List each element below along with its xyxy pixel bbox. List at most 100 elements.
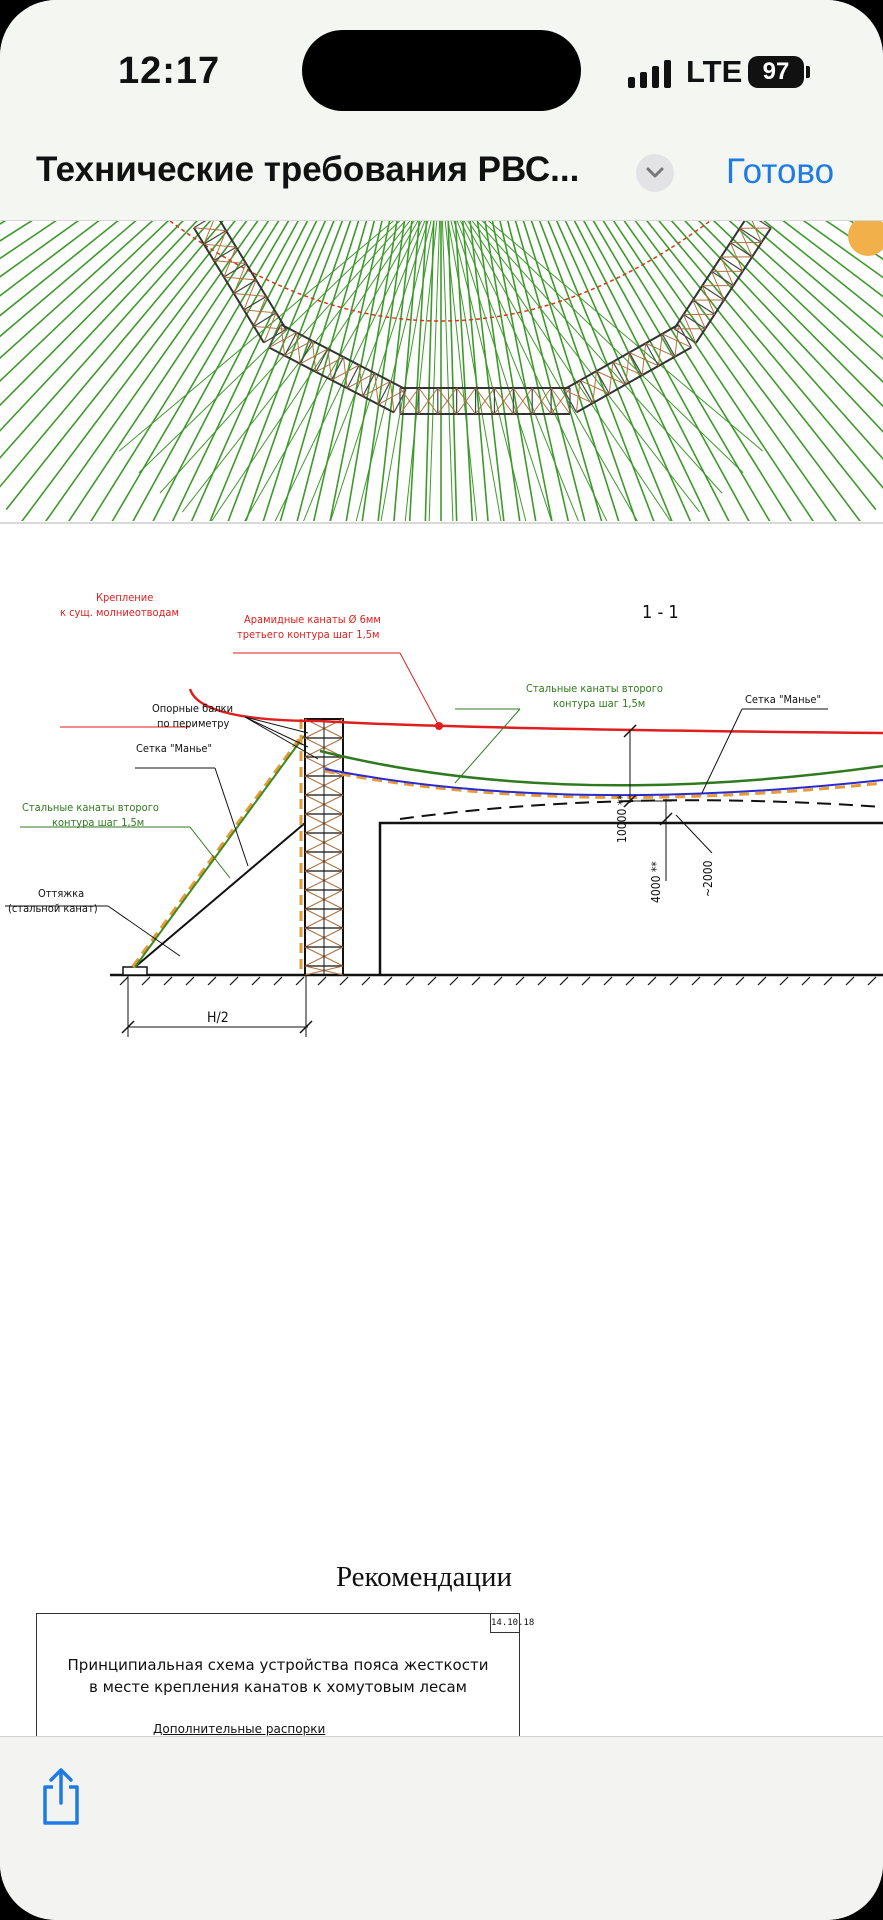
truss-diagonal [315, 356, 344, 373]
document-title[interactable]: Технические требования РВС... [36, 150, 580, 189]
radial-cables [0, 221, 883, 521]
radial-cable [564, 221, 711, 521]
truss-rung [362, 372, 376, 397]
truss-diagonal [243, 309, 277, 314]
truss-rung [284, 332, 298, 356]
nav-bar: Технические требования РВС... Готово [0, 140, 883, 221]
dim-4000-label: 4000 ** [649, 861, 663, 903]
ground-hatch [427, 976, 437, 986]
cross-cable [476, 221, 723, 494]
label-mount-2: к сущ. молниеотводам [60, 606, 179, 619]
document-viewer[interactable]: 1 - 1 Крепление к сущ. молниеотводам Ара… [0, 221, 883, 1736]
dim-10000-tick-b [623, 794, 637, 808]
dynamic-island [302, 30, 581, 111]
schema-title-line-1: Принципиальная схема устройства пояса же… [67, 1656, 489, 1674]
truss-rung [661, 333, 676, 357]
truss-rung [233, 279, 257, 294]
truss-diagonal [331, 364, 360, 381]
truss-rung [730, 242, 753, 258]
steel-cable-green [319, 749, 883, 787]
truss-diagonal [674, 324, 680, 357]
ground-hatch [801, 976, 811, 986]
schema-title-line-2: в месте крепления канатов к хомутовым ле… [88, 1678, 468, 1696]
radial-cable [476, 221, 521, 521]
radial-cable [345, 221, 398, 521]
truss-rung [628, 352, 643, 376]
ground-hatch [493, 976, 503, 986]
ground-hatch [119, 976, 129, 986]
dim-2000-label: ~2000 [701, 860, 715, 897]
radial-cable [0, 221, 224, 488]
bottom-toolbar [0, 1736, 883, 1920]
section-title: 1 - 1 [642, 602, 679, 623]
cross-cable [182, 221, 411, 513]
truss-rung [595, 370, 610, 395]
truss-diagonal [701, 285, 716, 315]
radial-cable [0, 221, 170, 383]
ground-hatch [669, 976, 679, 986]
leader-beams-1 [244, 716, 309, 734]
radial-cable [491, 221, 553, 521]
ground-hatch [339, 976, 349, 986]
radial-cable [0, 221, 198, 432]
ground-hatching [119, 976, 877, 986]
radial-cable [190, 221, 327, 521]
ground-hatch [273, 976, 283, 986]
mesh-left-orange [131, 734, 304, 969]
radial-cable [646, 221, 877, 511]
radial-cable [0, 221, 212, 459]
radial-cable [132, 221, 299, 521]
truss-diagonal [592, 371, 597, 404]
ground-hatch [317, 976, 327, 986]
ground-hatch [845, 976, 855, 986]
leader-beams-2 [244, 716, 309, 748]
truss-diagonal [641, 343, 647, 376]
dim-h2-tick-r [299, 1020, 313, 1034]
truss-rung [720, 256, 744, 272]
radial-cable [522, 221, 620, 521]
ground-hatch [207, 976, 217, 986]
leader-aramid-diag [399, 652, 440, 727]
truss-rung [223, 263, 247, 278]
leader-brace-diag [107, 905, 181, 957]
truss-rung [612, 361, 627, 385]
cross-cable [481, 221, 744, 474]
truss-diagonal [284, 340, 313, 357]
leader-mesh-left-diag [214, 767, 249, 867]
dim-10000-tick-t [623, 724, 637, 738]
truss-chord [575, 346, 692, 414]
done-button[interactable]: Готово [726, 152, 835, 191]
truss-diagonal [494, 387, 514, 415]
radial-cable [447, 221, 458, 521]
label-brace-2: (стальной канат) [8, 902, 98, 915]
truss-rung [758, 221, 772, 229]
ground-hatch [405, 976, 415, 986]
truss-diagonal [751, 221, 762, 243]
network-type: LTE [686, 54, 743, 89]
dim-4000-tick-b [659, 812, 673, 826]
radial-cable [555, 221, 692, 521]
steel-left-green [134, 735, 305, 968]
truss-diagonal [362, 380, 391, 397]
title-menu-button[interactable] [636, 154, 674, 192]
radial-cable [583, 221, 750, 521]
truss-diagonal [300, 348, 329, 365]
truss-rung [701, 285, 725, 301]
radial-cable [549, 221, 883, 268]
radial-cable [658, 221, 883, 489]
brace-cable [134, 822, 306, 968]
ground-hatch [603, 976, 613, 986]
share-icon[interactable] [36, 1767, 86, 1827]
ground-hatch [581, 976, 591, 986]
cross-cable [118, 221, 395, 452]
truss-diagonal [456, 387, 476, 415]
ground-hatch [867, 976, 877, 986]
ground-hatch [251, 976, 261, 986]
label-steel-left-1: Стальные канаты второго [22, 801, 159, 814]
cross-cable [159, 221, 406, 494]
truss-diagonal [268, 332, 297, 348]
truss-chord [193, 227, 265, 344]
radial-cable [745, 221, 883, 339]
truss-diagonal [399, 387, 420, 415]
truss-diagonal [739, 228, 753, 258]
